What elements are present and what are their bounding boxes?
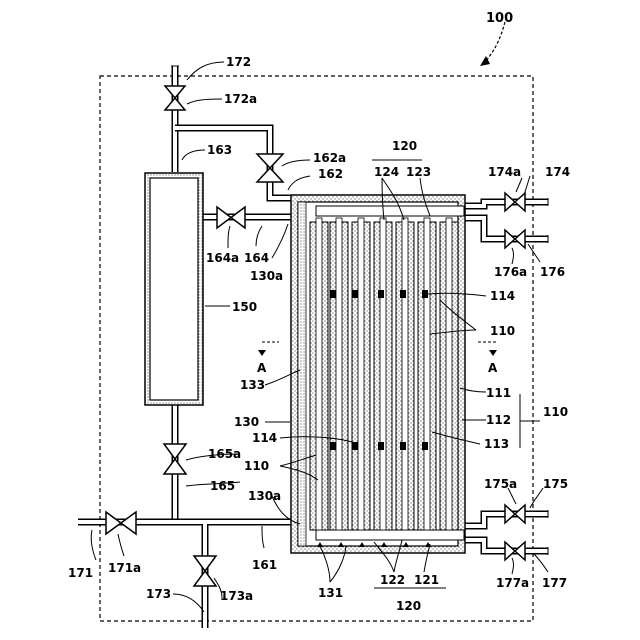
label-124: 124 <box>374 165 399 179</box>
label-173: 173 <box>146 587 171 601</box>
label-100: 100 <box>486 11 513 26</box>
label-131: 131 <box>318 586 343 600</box>
label-176: 176 <box>540 265 565 279</box>
label-175a: 175a <box>484 477 517 491</box>
label-120-top: 120 <box>392 139 417 153</box>
label-150: 150 <box>232 300 257 314</box>
label-120-bot: 120 <box>396 599 421 613</box>
label-177a: 177a <box>496 576 529 590</box>
valve-171a <box>106 512 136 534</box>
arrow-100 <box>485 22 505 62</box>
label-110-left: 110 <box>244 459 269 473</box>
valve-176a <box>505 230 525 248</box>
valve-175a <box>505 505 525 523</box>
valve-174a <box>505 193 525 211</box>
label-176a: 176a <box>494 265 527 279</box>
section-marker-right <box>478 342 497 356</box>
label-113: 113 <box>484 437 509 451</box>
section-marker-left <box>258 342 279 356</box>
label-114-bot: 114 <box>252 431 277 445</box>
label-177: 177 <box>542 576 567 590</box>
label-174a: 174a <box>488 165 521 179</box>
column-150 <box>145 173 203 405</box>
label-164: 164 <box>244 251 269 265</box>
valve-173a <box>194 556 216 586</box>
label-175: 175 <box>543 477 568 491</box>
label-114-top: 114 <box>490 289 515 303</box>
valve-177a <box>505 542 525 560</box>
label-173a: 173a <box>220 589 253 603</box>
label-122: 122 <box>380 573 405 587</box>
label-130: 130 <box>234 415 259 429</box>
label-a-left: A <box>257 361 267 375</box>
label-161: 161 <box>252 558 277 572</box>
label-162: 162 <box>318 167 343 181</box>
valve-164a <box>217 207 245 228</box>
arrow-100-head <box>480 56 490 66</box>
label-111: 111 <box>486 386 511 400</box>
valve-172a <box>165 86 185 110</box>
label-172: 172 <box>226 55 251 69</box>
label-a-right: A <box>488 361 498 375</box>
label-171: 171 <box>68 566 93 580</box>
label-174: 174 <box>545 165 570 179</box>
label-165: 165 <box>210 479 235 493</box>
label-123: 123 <box>406 165 431 179</box>
label-171a: 171a <box>108 561 141 575</box>
label-112: 112 <box>486 413 511 427</box>
label-172a: 172a <box>224 92 257 106</box>
label-121: 121 <box>414 573 439 587</box>
label-163: 163 <box>207 143 232 157</box>
valve-162a <box>257 154 283 182</box>
valve-165a <box>164 444 186 474</box>
tube-bundle-110 <box>310 218 458 547</box>
label-162a: 162a <box>313 151 346 165</box>
label-165a: 165a <box>208 447 241 461</box>
label-130a-top: 130a <box>250 269 283 283</box>
label-130a-bot: 130a <box>248 489 281 503</box>
label-164a: 164a <box>206 251 239 265</box>
label-133: 133 <box>240 378 265 392</box>
label-110-mid: 110 <box>490 324 515 338</box>
label-110-right: 110 <box>543 405 568 419</box>
